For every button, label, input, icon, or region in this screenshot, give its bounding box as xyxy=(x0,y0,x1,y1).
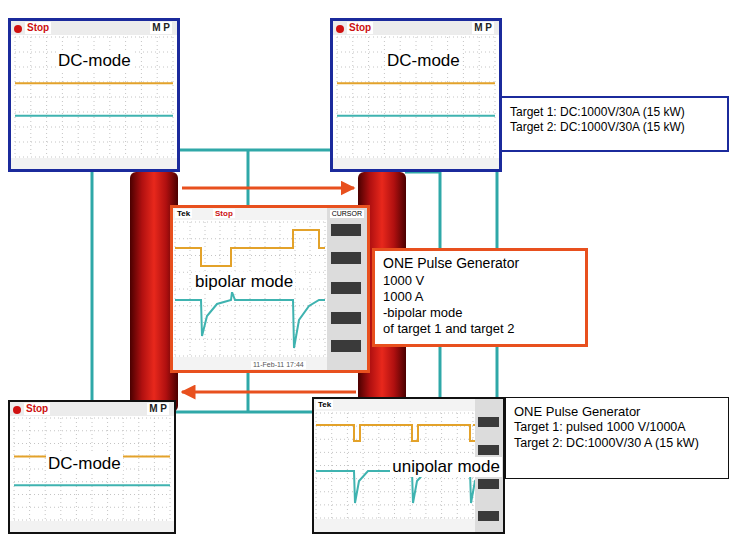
settings-box: ONE Pulse GeneratorTarget 1: pulsed 1000… xyxy=(505,397,729,479)
scope-text: Stop xyxy=(347,22,373,34)
scope-text: Stop xyxy=(24,403,50,415)
scope-text: 11-Feb-11 17:44 xyxy=(251,361,306,369)
scope-trace xyxy=(333,21,499,169)
pulse-arrow xyxy=(182,187,354,190)
scope-text: Tek xyxy=(316,400,333,409)
setting-line: 1000 V xyxy=(383,273,579,289)
scope-screen: Stop M P DC-mode xyxy=(8,18,180,172)
scope-screen: Tek unipolar mode xyxy=(312,397,505,534)
scope-text: Stop xyxy=(213,209,235,218)
scope-text: M P xyxy=(472,22,494,34)
scope-screen: Stop M P DC-mode xyxy=(8,400,176,534)
setting-line: Target 2: DC:1000V/30A (15 kW) xyxy=(510,120,721,135)
scope-screen: Stop M P DC-mode xyxy=(330,18,502,172)
scope-trace xyxy=(11,21,177,169)
scope-text: DC-mode xyxy=(56,51,133,71)
setting-line: -bipolar mode xyxy=(383,305,579,321)
settings-box: Target 1: DC:1000V/30A (15 kW)Target 2: … xyxy=(500,96,729,152)
setting-line: 1000 A xyxy=(383,289,579,305)
scope-text: M P xyxy=(147,403,169,415)
setting-line: Target 1: pulsed 1000 V/1000A xyxy=(514,420,722,436)
scope-text: M P xyxy=(150,22,172,34)
scope-text: Stop xyxy=(25,22,51,34)
setting-line: Target 1: DC:1000V/30A (15 kW) xyxy=(510,105,721,120)
scope-text: DC-mode xyxy=(385,51,462,71)
scope-text: bipolar mode xyxy=(193,272,295,292)
setting-line: ONE Pulse Generator xyxy=(514,404,722,420)
scope-text: Tek xyxy=(175,209,192,218)
scope-text: CURSOR xyxy=(330,210,364,218)
setting-line: Target 2: DC:1000V/30 A (15 kW) xyxy=(514,436,722,452)
settings-box: ONE Pulse Generator1000 V1000 A-bipolar … xyxy=(372,248,588,347)
scope-text: unipolar mode xyxy=(390,457,502,477)
setting-line: ONE Pulse Generator xyxy=(383,255,579,273)
setting-line: of target 1 and target 2 xyxy=(383,321,579,337)
pulse-arrow xyxy=(182,391,356,394)
scope-text: DC-mode xyxy=(46,454,123,474)
scope-screen: Tek Stop CURSOR bipolar mode 11-Feb-11 17:44 xyxy=(170,205,370,373)
